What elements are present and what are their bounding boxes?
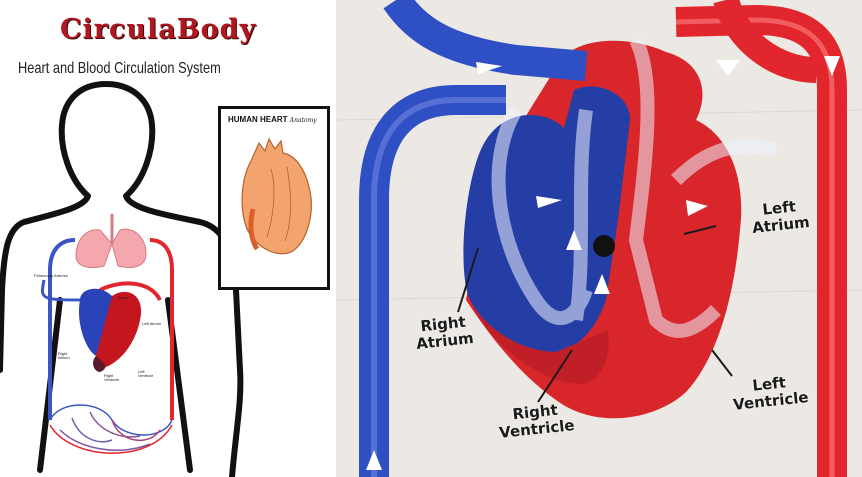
- heart-diagram: [79, 289, 141, 372]
- heart-model-photo: Left Atrium Right Atrium Right Ventricle…: [336, 0, 862, 477]
- capillary-bed: [50, 405, 172, 453]
- label-right-atrium-small: Right Atrium: [58, 352, 78, 360]
- label-left-ventricle-small: Left Ventricle: [138, 370, 160, 378]
- label-right-ventricle-small: Right Ventricle: [104, 374, 128, 382]
- label-left-atrium-small: Left Atrium: [142, 322, 162, 326]
- poster-panel: CirculaBody Heart and Blood Circulation …: [0, 0, 333, 477]
- label-pulmonary-arteries: Pulmonary Arteries: [34, 274, 68, 278]
- heart-anatomy-drawing: [221, 109, 327, 287]
- heart-anatomy-inset: HUMAN HEART Anatomy: [218, 106, 330, 290]
- label-aorta: Aorta: [118, 296, 128, 300]
